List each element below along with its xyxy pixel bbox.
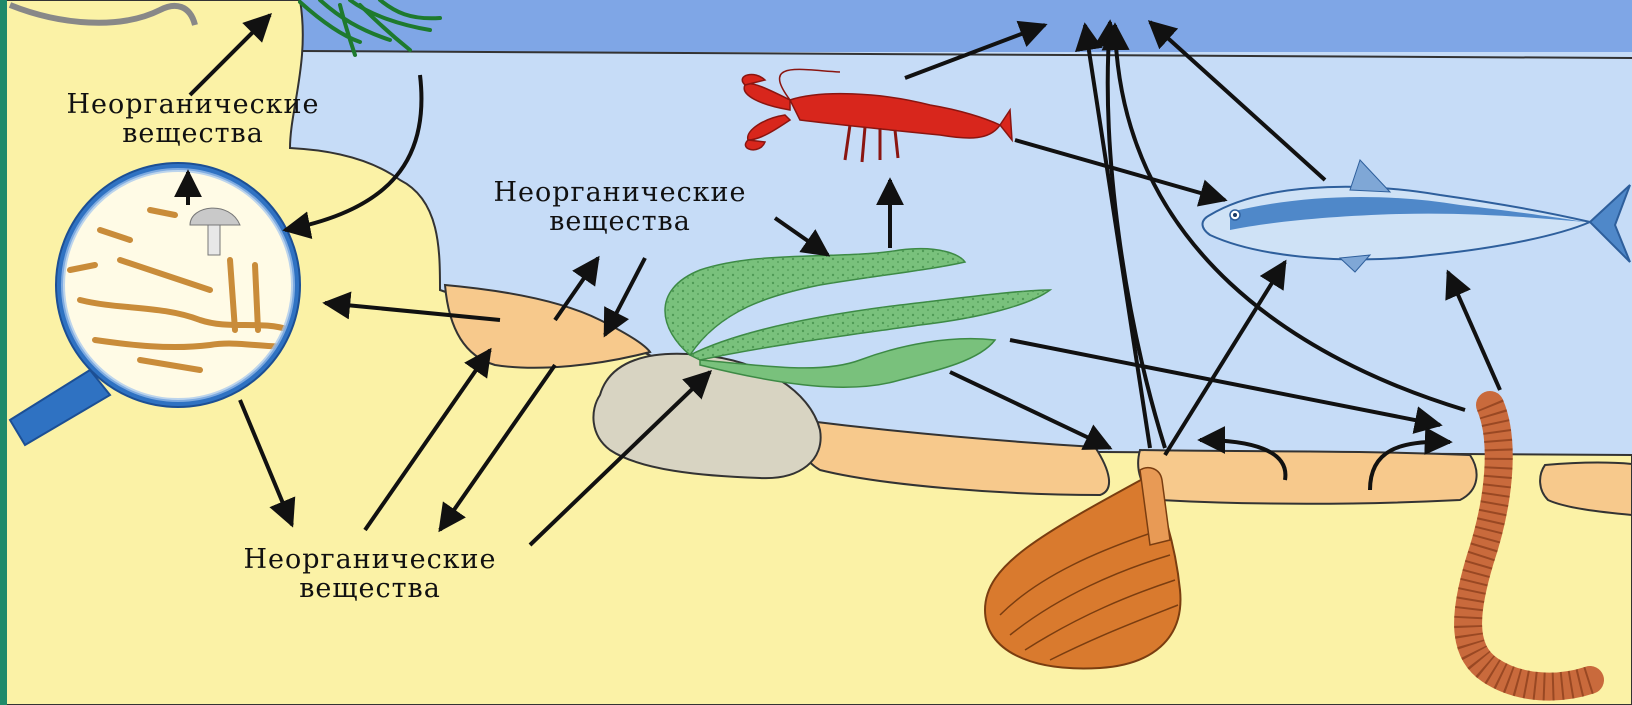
label-line-2: вещества	[430, 207, 810, 236]
label-inorganic-substances-bottom: Неорганические вещества	[180, 545, 560, 603]
left-border-strip	[0, 0, 7, 705]
label-line-2: вещества	[8, 119, 378, 148]
label-line-2: вещества	[180, 574, 560, 603]
sediment-strip-right	[1138, 450, 1476, 504]
label-inorganic-substances-top-left: Неорганические вещества	[8, 90, 378, 148]
label-line-1: Неорганические	[180, 545, 560, 574]
label-line-1: Неорганические	[430, 178, 810, 207]
label-line-1: Неорганические	[8, 90, 378, 119]
label-inorganic-substances-middle: Неорганические вещества	[430, 178, 810, 236]
